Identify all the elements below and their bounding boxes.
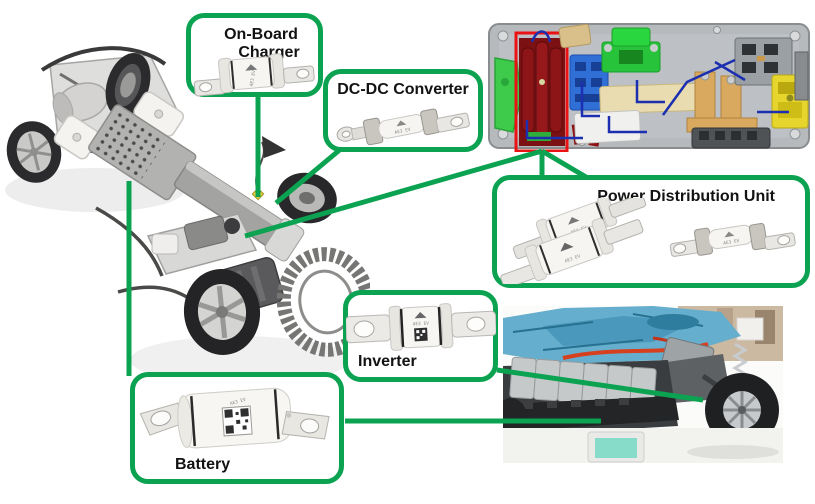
callout-battery: AE3 EV Battery [130, 372, 344, 484]
svg-text:AE3 EV: AE3 EV [723, 238, 740, 247]
svg-text:AE3 EV: AE3 EV [229, 397, 247, 407]
rear-wheel-near [6, 121, 62, 183]
line-pduphoto-to-car [244, 148, 543, 239]
pdu-fuses-image: AE3 EV AE3 EV AE [500, 198, 796, 284]
charge-flag [262, 136, 286, 158]
svg-text:AE3 EV: AE3 EV [249, 70, 258, 87]
gray-connector [734, 37, 793, 86]
inverter-label: Inverter [358, 353, 417, 370]
front-wheel-near [183, 269, 261, 355]
blue-wiring [525, 30, 789, 140]
line-dcdc-to-car [274, 146, 344, 205]
rear-axle-assembly [6, 46, 177, 183]
on-board-charger-label: On-Board Charger [224, 26, 300, 61]
dc-dc-converter-label: DC-DC Converter [337, 81, 469, 98]
rear-drive-drum [52, 82, 109, 125]
green-module [601, 27, 661, 73]
inverter-fuse-image: AE3 EV [346, 303, 496, 351]
ev-battery-platform-photo [503, 306, 783, 463]
svg-text:AE3 EV: AE3 EV [394, 127, 411, 136]
blue-connector [569, 54, 609, 111]
dark-terminal-block [691, 127, 771, 149]
callout-dc-dc-converter: DC-DC Converter AE3 EV [323, 69, 483, 152]
front-wheel-far [277, 172, 337, 224]
dcdc-fuse-image: AE3 EV [336, 108, 470, 146]
line-pduphoto-to-pdubox-d [540, 148, 588, 180]
pdu-internal-cad-photo [488, 23, 810, 152]
svg-text:AE3 EV: AE3 EV [564, 253, 582, 264]
callout-on-board-charger: On-Board Charger AE3 EV [186, 13, 323, 97]
battery-label: Battery [175, 456, 231, 473]
white-module [573, 109, 642, 145]
line-inverter-to-photo [496, 367, 704, 403]
main-fuse-bank [519, 38, 565, 146]
info-screen [587, 431, 645, 463]
callout-power-distribution-unit: Power Distribution Unit AE3 EV AE3 E [492, 175, 810, 288]
battery-fuse-image: AE3 EV [139, 387, 330, 449]
svg-text:AE3 EV: AE3 EV [413, 321, 430, 328]
callout-inverter: AE3 EV Inverter [343, 290, 498, 382]
obc-fuse-image: AE3 EV [193, 53, 315, 97]
qr-code [221, 405, 253, 437]
